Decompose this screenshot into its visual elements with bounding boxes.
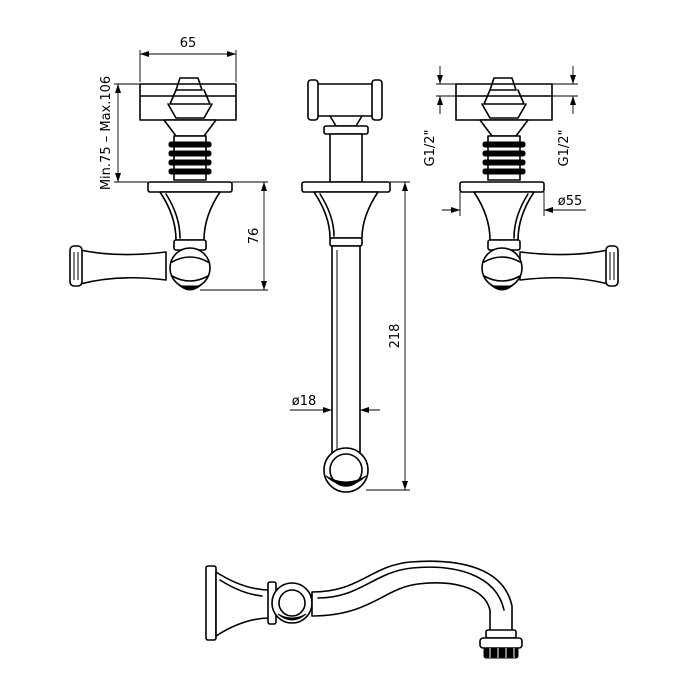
left-valve-assembly bbox=[69, 77, 237, 291]
dim-label-thread-left: G1/2" bbox=[423, 130, 438, 167]
dim-thread-left: G1/2" bbox=[423, 66, 456, 166]
dim-label-o18: ø18 bbox=[292, 394, 317, 409]
left-thread-rings bbox=[168, 141, 212, 175]
dim-spout-length: 218 bbox=[366, 181, 410, 491]
dim-spout-diameter: ø18 bbox=[290, 394, 380, 413]
dim-label-218: 218 bbox=[388, 324, 403, 349]
dim-handle-width: 65 bbox=[139, 36, 237, 82]
dim-label-o55: ø55 bbox=[558, 194, 583, 209]
dim-label-65: 65 bbox=[180, 36, 197, 51]
dim-label-thread-right: G1/2" bbox=[557, 130, 572, 167]
dim-handle-height: 76 bbox=[200, 181, 268, 291]
center-spout-assembly bbox=[301, 79, 391, 493]
dim-label-76: 76 bbox=[247, 228, 262, 245]
dim-wall-range: Min.75 – Max.106 bbox=[99, 76, 148, 190]
right-thread-rings bbox=[482, 141, 526, 175]
bottom-spout-side-view bbox=[205, 560, 523, 659]
dim-thread-right: G1/2" bbox=[552, 66, 578, 166]
right-valve-assembly bbox=[455, 77, 619, 291]
dim-label-wall-range: Min.75 – Max.106 bbox=[99, 76, 114, 190]
dim-flange-diameter: ø55 bbox=[442, 192, 586, 216]
